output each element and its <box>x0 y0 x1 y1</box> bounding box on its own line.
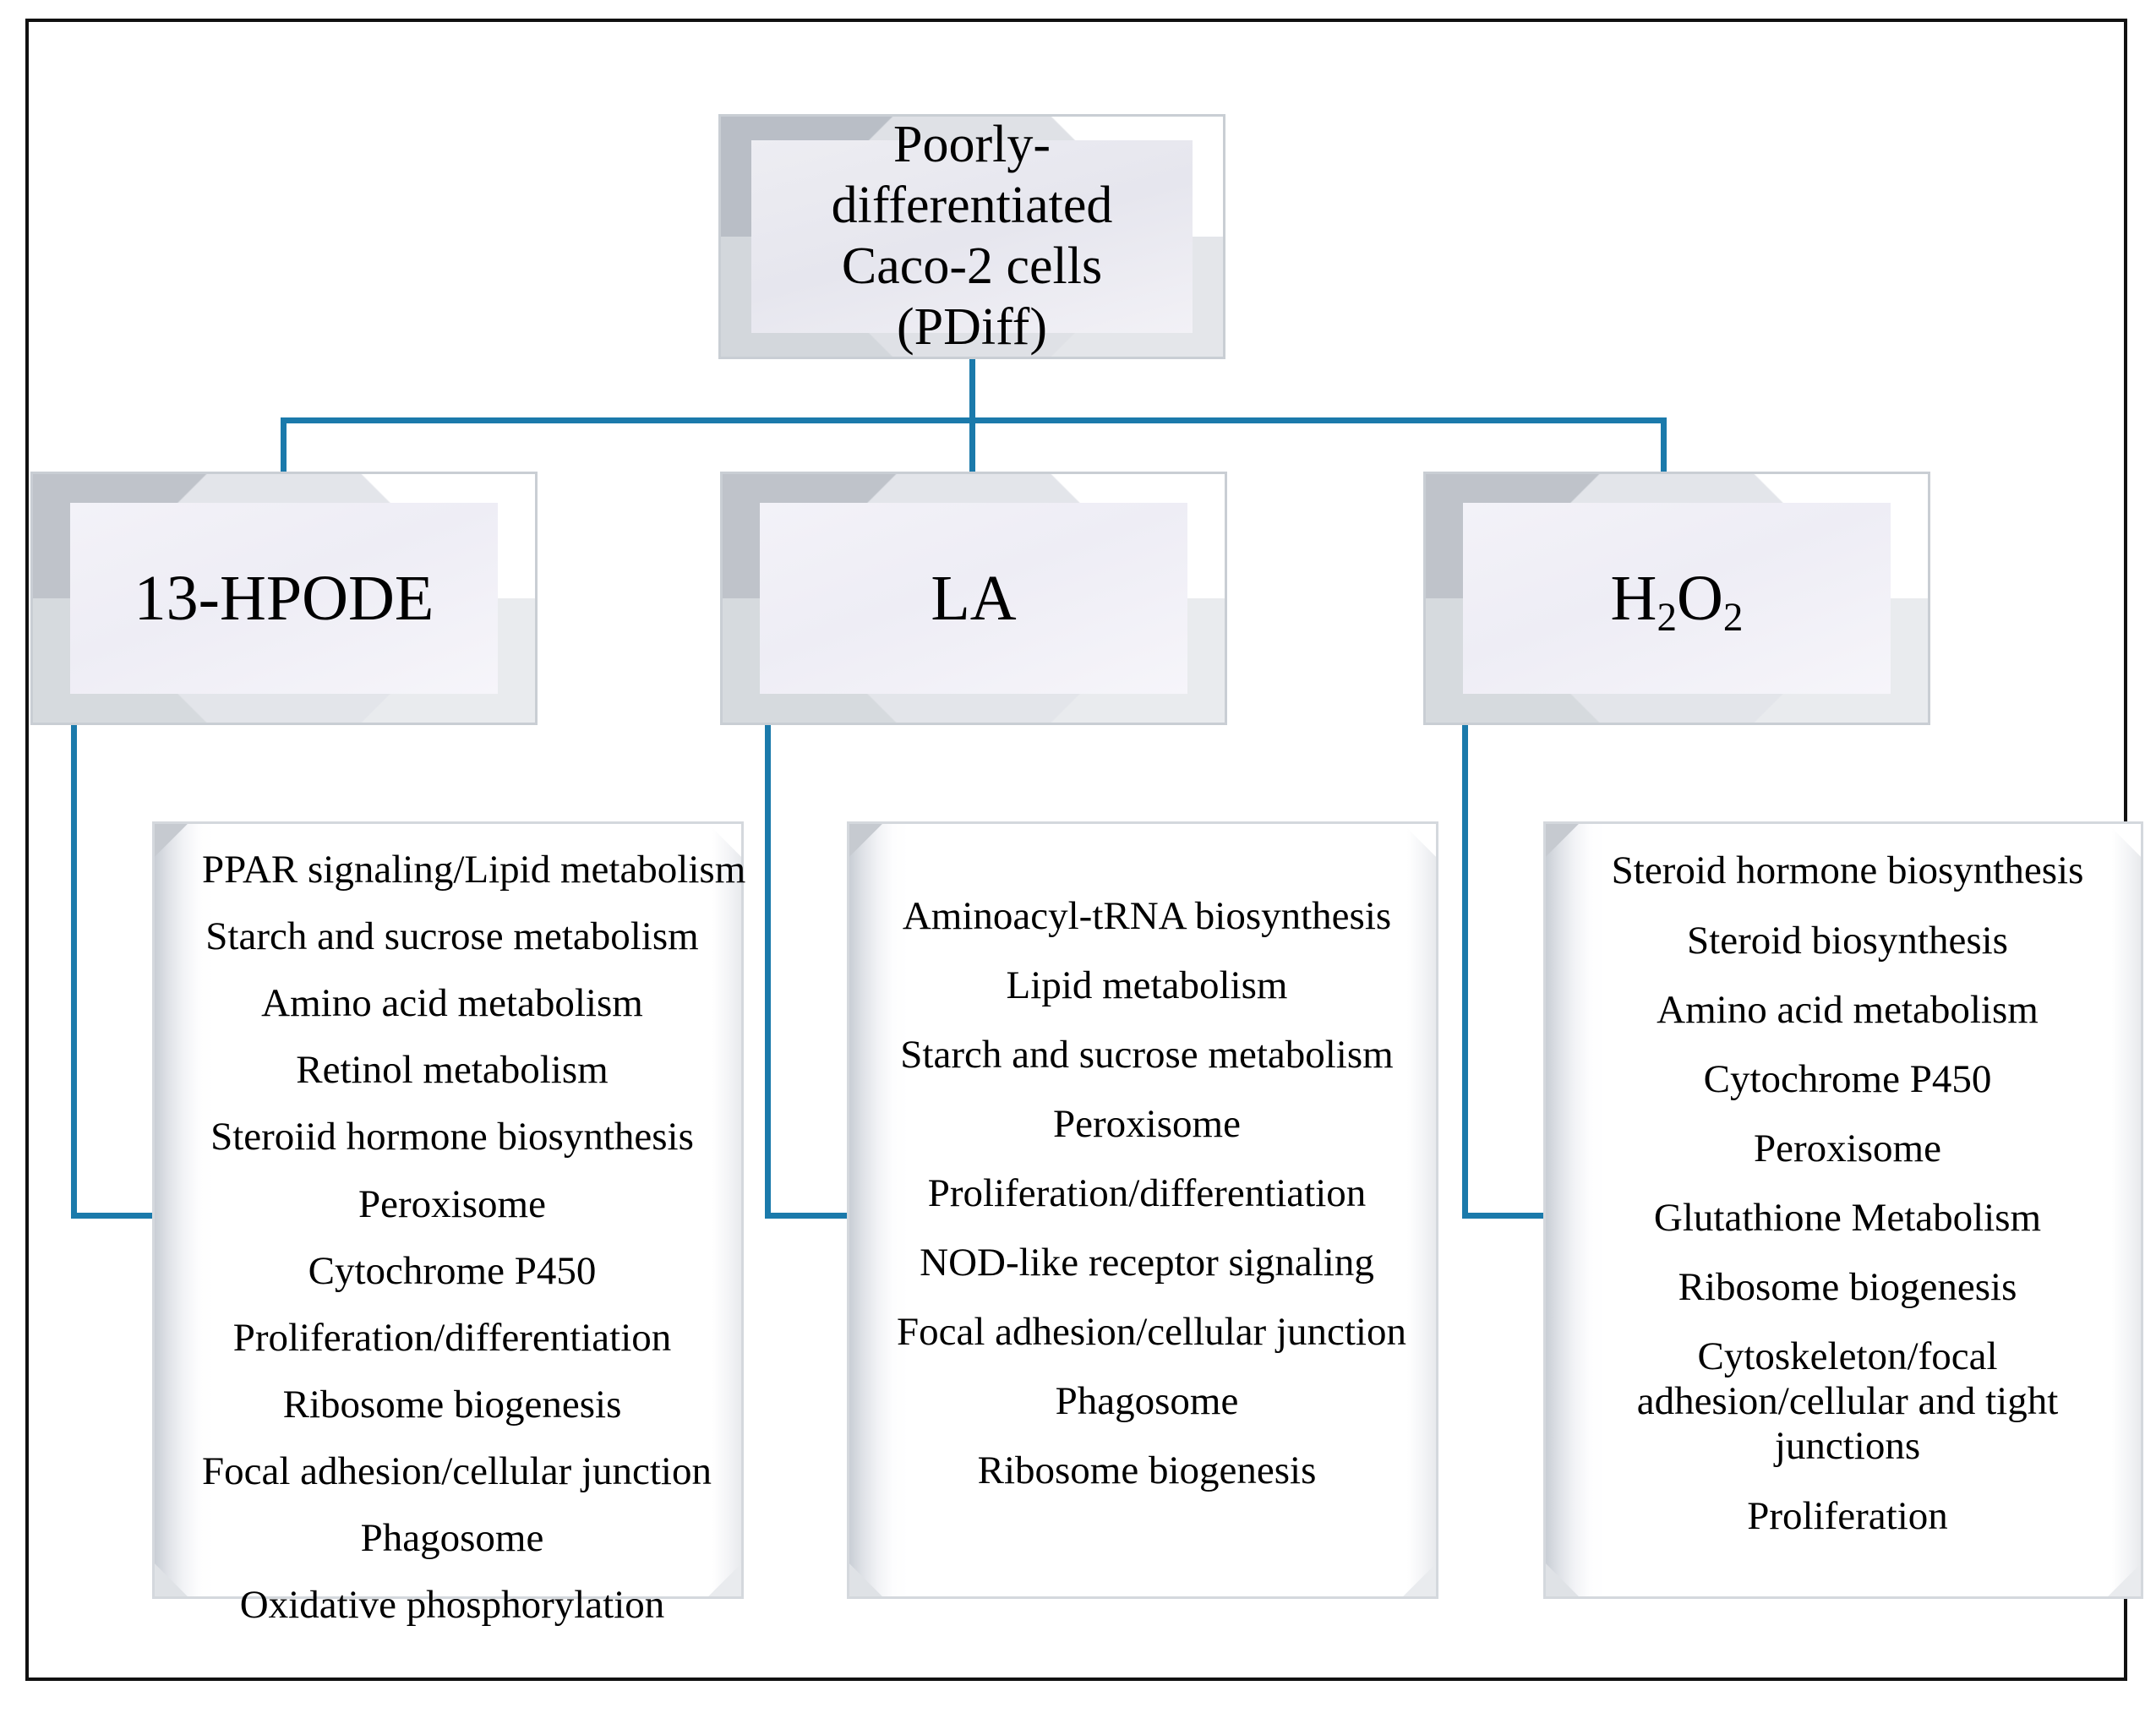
treatment-box-hpode[interactable]: 13-HPODE <box>30 472 538 725</box>
pathway-panel-hpode[interactable]: PPAR signaling/Lipid metabolism Starch a… <box>152 821 746 1627</box>
connector-elbow-hpode-horizontal <box>71 1213 152 1219</box>
source-box[interactable]: Poorly-differentiated Caco-2 cells (PDif… <box>718 114 1225 359</box>
list-item: Steroiid hormone biosynthesis <box>210 1115 694 1159</box>
h2o2-h: H <box>1610 562 1657 634</box>
list-item: Peroxisome <box>1053 1101 1241 1146</box>
pathway-list-h2o2: Steroid hormone biosynthesis Steroid bio… <box>1546 824 2141 1596</box>
list-item: Cytoskeleton/focal adhesion/cellular and… <box>1636 1334 2059 1469</box>
list-item: Retinol metabolism <box>296 1048 609 1093</box>
list-item: Amino acid metabolism <box>1657 987 2039 1032</box>
list-item: Starch and sucrose metabolism <box>205 914 699 959</box>
treatment-box-la-bevel: LA <box>723 474 1225 723</box>
list-item: Starch and sucrose metabolism <box>900 1032 1394 1077</box>
list-item: Lipid metabolism <box>1006 963 1288 1007</box>
treatment-box-h2o2-bevel: H2O2 <box>1426 474 1928 723</box>
pathway-list-la: Aminoacyl-tRNA biosynthesis Lipid metabo… <box>849 824 1436 1596</box>
list-item: Glutathione Metabolism <box>1653 1195 2042 1240</box>
treatment-label-hpode: 13-HPODE <box>134 562 434 634</box>
source-box-face: Poorly-differentiated Caco-2 cells (PDif… <box>751 116 1193 356</box>
treatment-label-h2o2: H2O2 <box>1610 561 1744 638</box>
source-box-line1: Poorly-differentiated <box>831 116 1113 235</box>
list-item: Focal adhesion/cellular junction <box>202 1448 712 1493</box>
connector-elbow-h2o2-horizontal <box>1462 1213 1547 1219</box>
source-box-line2: Caco-2 cells (PDiff) <box>841 237 1103 356</box>
list-item: PPAR signaling/Lipid metabolism <box>202 848 746 892</box>
treatment-box-hpode-bevel: 13-HPODE <box>33 474 535 723</box>
list-item: Steroid biosynthesis <box>1687 918 2008 963</box>
treatment-box-la-face: LA <box>760 503 1187 694</box>
h2o2-sub-2: 2 <box>1722 596 1744 641</box>
list-item: Ribosome biogenesis <box>1678 1265 2017 1310</box>
list-item: Cytochrome P450 <box>1703 1056 1992 1101</box>
connector-drop-h2o2 <box>1661 417 1667 475</box>
treatment-box-h2o2[interactable]: H2O2 <box>1423 472 1930 725</box>
list-item: Phagosome <box>1055 1379 1239 1424</box>
list-item: NOD-like receptor signaling <box>920 1241 1374 1285</box>
list-item: Aminoacyl-tRNA biosynthesis <box>902 893 1392 938</box>
list-item: Ribosome biogenesis <box>977 1448 1317 1493</box>
connector-elbow-hpode-vertical <box>71 723 77 1219</box>
source-box-bevel: Poorly-differentiated Caco-2 cells (PDif… <box>721 116 1223 357</box>
pathway-list-hpode: PPAR signaling/Lipid metabolism Starch a… <box>155 824 746 1627</box>
connector-elbow-la-horizontal <box>765 1213 849 1219</box>
connector-elbow-h2o2-vertical <box>1462 723 1468 1219</box>
h2o2-o: O <box>1677 562 1723 634</box>
list-item: Proliferation/differentiation <box>232 1315 672 1360</box>
treatment-box-la[interactable]: LA <box>720 472 1227 725</box>
list-item: Peroxisome <box>358 1181 546 1226</box>
h2o2-sub-1: 2 <box>1657 596 1677 641</box>
list-item: Ribosome biogenesis <box>282 1382 622 1427</box>
connector-drop-hpode <box>281 417 287 475</box>
connector-elbow-la-vertical <box>765 723 771 1219</box>
list-item: Phagosome <box>360 1516 544 1561</box>
list-item: Proliferation/differentiation <box>927 1170 1367 1215</box>
list-item: Amino acid metabolism <box>261 981 643 1026</box>
list-item: Oxidative phosphorylation <box>239 1583 665 1628</box>
connector-drop-la <box>969 417 975 475</box>
connector-source-stem <box>969 359 975 423</box>
list-item: Focal adhesion/cellular junction <box>897 1310 1406 1355</box>
treatment-box-hpode-face: 13-HPODE <box>70 503 498 694</box>
treatment-box-h2o2-face: H2O2 <box>1463 503 1891 694</box>
pathway-panel-la[interactable]: Aminoacyl-tRNA biosynthesis Lipid metabo… <box>847 821 1438 1599</box>
list-item: Cytochrome P450 <box>308 1248 597 1293</box>
treatment-label-la: LA <box>931 562 1017 634</box>
pathway-panel-h2o2[interactable]: Steroid hormone biosynthesis Steroid bio… <box>1543 821 2143 1599</box>
list-item: Proliferation <box>1747 1493 1948 1538</box>
list-item: Steroid hormone biosynthesis <box>1611 848 2084 893</box>
list-item: Peroxisome <box>1754 1126 1941 1170</box>
